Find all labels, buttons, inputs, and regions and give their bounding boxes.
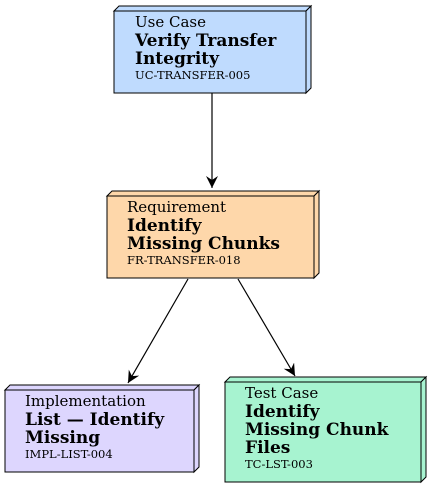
node-implementation[interactable]: Implementation List — Identify Missing I… [3, 383, 201, 474]
edge-requirement-to-test-case [237, 278, 296, 377]
node-title: Integrity [135, 49, 220, 69]
node-id-label: FR-TRANSFER-018 [127, 253, 241, 267]
node-title: Files [245, 438, 290, 458]
node-id-label: TC-LST-003 [245, 457, 313, 471]
node-id-label: IMPL-LIST-004 [25, 447, 113, 461]
node-title: Missing Chunk [245, 420, 390, 440]
node-kind-label: Test Case [245, 384, 318, 402]
node-title: Missing [25, 428, 100, 448]
edge-requirement-to-implementation [127, 278, 189, 384]
node-kind-label: Implementation [25, 392, 146, 410]
node-use-case[interactable]: Use Case Verify Transfer Integrity UC-TR… [112, 4, 313, 95]
node-title: Verify Transfer [134, 31, 277, 51]
node-title: List — Identify [25, 410, 165, 430]
node-id-label: UC-TRANSFER-005 [135, 68, 250, 82]
node-kind-label: Use Case [135, 13, 206, 31]
node-title: Missing Chunks [127, 234, 280, 254]
node-title: Identify [127, 216, 203, 236]
node-test-case[interactable]: Test Case Identify Missing Chunk Files T… [223, 375, 428, 484]
node-title: Identify [245, 402, 321, 422]
node-kind-label: Requirement [127, 198, 226, 216]
node-requirement[interactable]: Requirement Identify Missing Chunks FR-T… [105, 189, 321, 280]
